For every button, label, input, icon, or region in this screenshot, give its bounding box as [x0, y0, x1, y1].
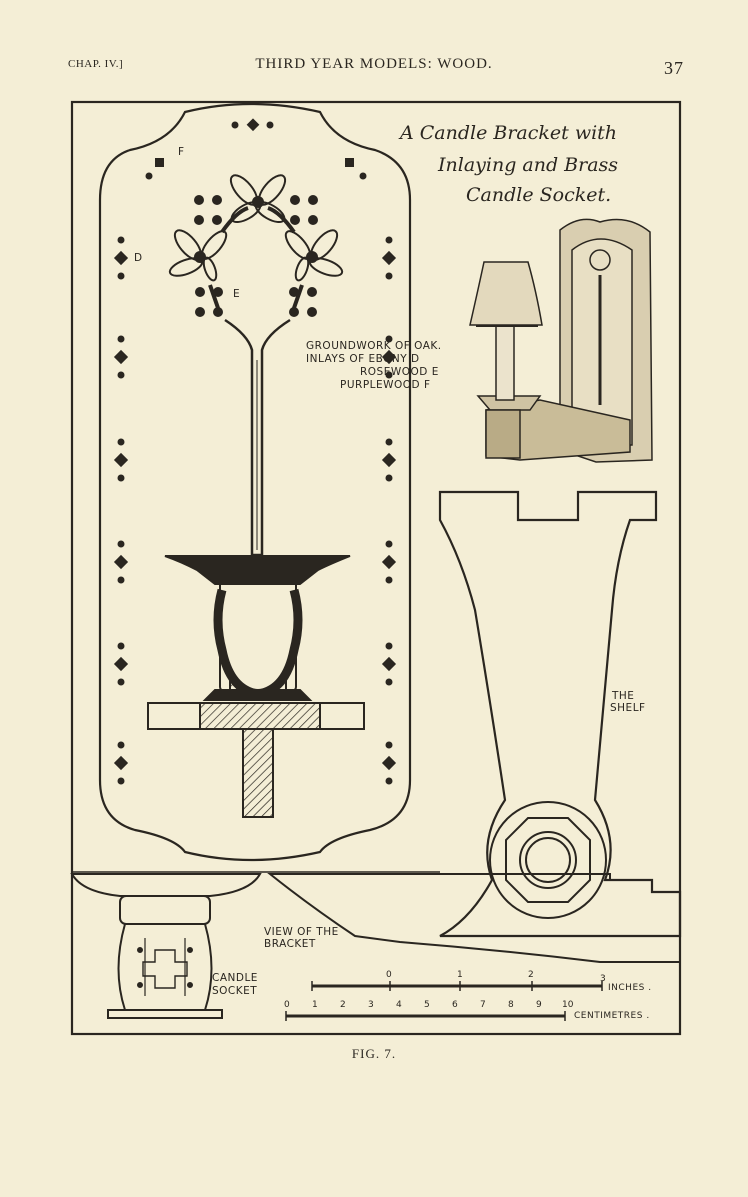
inlay-letter-d: D — [134, 252, 143, 264]
inlay-dot — [113, 452, 129, 468]
inlay-dot — [385, 741, 393, 749]
scale-ticks — [285, 981, 603, 1021]
socket-dish — [164, 555, 351, 585]
bracket-label-2: BRACKET — [264, 938, 316, 950]
inlay-dot — [385, 777, 393, 785]
bracket-label-1: VIEW OF THE — [264, 926, 339, 938]
cm-tick-5: 5 — [424, 1000, 430, 1010]
page-number: 37 — [664, 58, 684, 78]
inlay-dot — [385, 474, 393, 482]
socket-detail — [70, 873, 262, 1019]
inlay-dot — [385, 236, 393, 244]
flower-left — [168, 229, 228, 282]
inlay-note-2: INLAYS OF EBONY D — [306, 353, 420, 365]
inlay-dot — [117, 642, 125, 650]
inlay-note-3: ROSEWOOD E — [360, 366, 439, 378]
cm-tick-0: 0 — [284, 1000, 290, 1010]
cm-tick-1: 1 — [312, 1000, 318, 1010]
inlay-note-1: GROUNDWORK OF OAK. — [306, 340, 442, 352]
inlay-dot — [385, 642, 393, 650]
inlay-dot — [113, 250, 129, 266]
cm-tick-3: 3 — [368, 1000, 374, 1010]
plate-frame — [70, 100, 682, 1036]
chapter-label: CHAP. IV.] — [68, 58, 124, 70]
shelf-outline — [438, 490, 682, 938]
inlay-note-4: PURPLEWOOD F — [340, 379, 431, 391]
inlay-dot — [117, 236, 125, 244]
inlay-dot — [381, 656, 397, 672]
inlay-dot — [385, 438, 393, 446]
inlay-dot — [385, 540, 393, 548]
bracket-side-view — [267, 873, 681, 963]
inlay-dot — [117, 741, 125, 749]
inlay-dot — [385, 335, 393, 343]
inch-tick-1: 1 — [457, 970, 463, 980]
running-title: THIRD YEAR MODELS: WOOD. — [255, 56, 493, 72]
inlay-dot — [385, 272, 393, 280]
inch-tick-0: 0 — [386, 970, 392, 980]
inlay-dots — [145, 118, 367, 317]
cm-tick-4: 4 — [396, 1000, 402, 1010]
inlay-dot — [381, 349, 397, 365]
inlay-dot — [117, 678, 125, 686]
inlay-dot — [381, 554, 397, 570]
figure-caption: FIG. 7. — [351, 1046, 397, 1061]
cm-tick-10: 10 — [562, 1000, 574, 1010]
inlay-dot — [117, 335, 125, 343]
inlay-dot — [381, 250, 397, 266]
inch-tick-3: 3 — [600, 974, 606, 984]
socket-base-section — [199, 702, 321, 730]
bracket-photo — [469, 218, 653, 463]
cm-tick-2: 2 — [340, 1000, 346, 1010]
figure-title-line-1: A Candle Bracket with — [400, 122, 618, 144]
cm-tick-9: 9 — [536, 1000, 542, 1010]
figure-title-line-3: Candle Socket. — [466, 184, 612, 206]
inlay-dot — [385, 576, 393, 584]
back-board-outline — [98, 102, 412, 862]
cm-tick-7: 7 — [480, 1000, 486, 1010]
socket-label-1: CANDLE — [212, 972, 258, 984]
inlay-dot — [381, 755, 397, 771]
figure-title-line-2: Inlaying and Brass — [438, 154, 619, 176]
inlay-dot — [117, 540, 125, 548]
socket-pin — [242, 728, 274, 818]
inlay-dot — [117, 576, 125, 584]
inlay-letter-f: F — [178, 146, 185, 158]
shelf-hole-outer — [489, 801, 607, 919]
inlay-dot — [117, 474, 125, 482]
cm-tick-8: 8 — [508, 1000, 514, 1010]
inlay-dot — [381, 452, 397, 468]
shelf-hole-octagon — [505, 817, 591, 903]
inlay-dot — [113, 656, 129, 672]
inlay-dot — [117, 438, 125, 446]
inlay-dot — [385, 371, 393, 379]
inlay-dot — [117, 272, 125, 280]
inch-tick-2: 2 — [528, 970, 534, 980]
shelf-label-2: SHELF — [610, 702, 646, 714]
socket-label-2: SOCKET — [212, 985, 258, 997]
inlay-dot — [113, 554, 129, 570]
inlay-dot — [117, 371, 125, 379]
inlay-dot — [113, 349, 129, 365]
cm-tick-6: 6 — [452, 1000, 458, 1010]
side-inlay-column — [113, 236, 397, 785]
inlay-letter-e: E — [233, 288, 241, 300]
shelf-label-1: THE — [612, 690, 635, 702]
inlay-dot — [117, 777, 125, 785]
socket-body — [213, 588, 303, 699]
inches-unit: INCHES . — [608, 983, 652, 993]
inlay-dot — [113, 755, 129, 771]
inlay-dot — [385, 678, 393, 686]
flower-right — [284, 229, 344, 282]
cm-unit: CENTIMETRES . — [574, 1011, 650, 1021]
